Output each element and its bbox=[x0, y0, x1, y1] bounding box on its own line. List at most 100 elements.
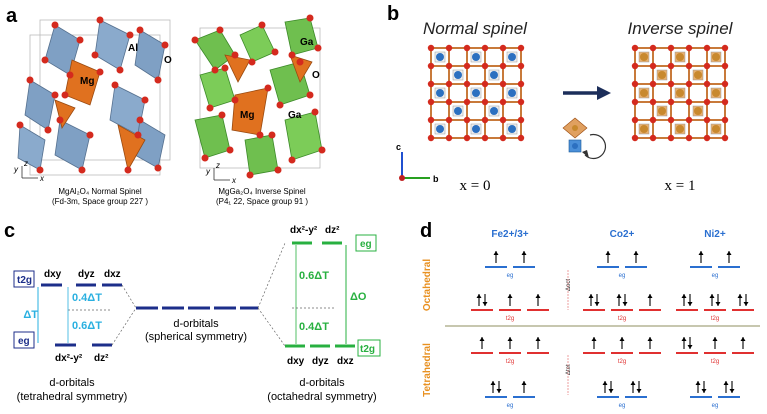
cation-site bbox=[490, 71, 498, 79]
panel-d: d Fe2+/3+ Co2+ Ni2+ Octahedral Tetrahedr… bbox=[390, 215, 767, 414]
axis-x-label: x bbox=[39, 174, 45, 183]
oxygen-atom bbox=[427, 62, 435, 70]
eg-left-label: eg bbox=[18, 336, 30, 347]
t2g-right-box bbox=[357, 339, 381, 357]
eg-right-box bbox=[355, 234, 377, 252]
panel-c: c t2g eg dxy dyz dxz dx²-y² dz² ΔT 0.4ΔT… bbox=[0, 215, 390, 414]
inverse-spinel-structure: Ga Mg Ga O z y x bbox=[191, 14, 326, 185]
oxygen-atom bbox=[427, 134, 435, 142]
right-symmetry-label: (octahedral symmetry) bbox=[267, 391, 376, 403]
svg-text:eg: eg bbox=[619, 403, 626, 409]
oxygen-atom bbox=[703, 98, 711, 106]
oxygen-atom bbox=[481, 80, 489, 88]
frac-04-left: 0.4ΔT bbox=[72, 292, 102, 304]
oxygen-atom bbox=[481, 62, 489, 70]
panel-a: a Al Mg O bbox=[0, 0, 385, 215]
delta-oct-label: Δoct bbox=[566, 279, 572, 291]
center-orbitals-label: d-orbitals bbox=[173, 318, 219, 330]
t2g-left-label: t2g bbox=[17, 275, 32, 286]
dz2-left: dz² bbox=[94, 353, 109, 364]
eg-right-label: eg bbox=[360, 239, 372, 250]
axis-z-label: z bbox=[23, 159, 28, 168]
oxygen-atom bbox=[649, 62, 657, 70]
panel-c-label: c bbox=[4, 220, 15, 242]
delta-t-label: ΔT bbox=[23, 309, 38, 321]
axis-x-label-right: x bbox=[231, 176, 237, 185]
ion-al-label: Al bbox=[128, 43, 138, 54]
oxygen-atom bbox=[481, 98, 489, 106]
oxygen-atom bbox=[631, 62, 639, 70]
oxygen-atom bbox=[631, 80, 639, 88]
oxygen-atom bbox=[499, 98, 507, 106]
cation-site bbox=[454, 107, 462, 115]
oxygen-atom bbox=[481, 134, 489, 142]
cation-site bbox=[436, 125, 444, 133]
dxz-left: dxz bbox=[104, 269, 121, 280]
delta-o-label: ΔO bbox=[350, 291, 367, 303]
oxygen-atom bbox=[499, 62, 507, 70]
cation-site bbox=[640, 53, 648, 61]
panel-b: b Normal spinel Inverse spinel c b x = 0… bbox=[385, 0, 767, 215]
oxygen-atom bbox=[499, 116, 507, 124]
ion-o-label: O bbox=[164, 55, 172, 66]
cation-site bbox=[472, 89, 480, 97]
cation-site bbox=[712, 125, 720, 133]
oxygen-atom bbox=[463, 80, 471, 88]
oxygen-atom bbox=[685, 98, 693, 106]
cation-site bbox=[508, 53, 516, 61]
oxygen-atom bbox=[649, 80, 657, 88]
oxygen-atom bbox=[685, 80, 693, 88]
oxygen-atom bbox=[499, 44, 507, 52]
ion-ga-label: Ga bbox=[288, 110, 302, 121]
svg-text:eg: eg bbox=[507, 273, 514, 279]
oxygen-atom bbox=[721, 116, 729, 124]
oxygen-atom bbox=[427, 80, 435, 88]
oxygen-atom bbox=[685, 62, 693, 70]
oxygen-atom bbox=[649, 116, 657, 124]
oxygen-atom bbox=[631, 134, 639, 142]
panel-b-label: b bbox=[387, 3, 399, 25]
svg-text:t2g: t2g bbox=[506, 359, 514, 365]
axis-c-label: c bbox=[396, 142, 401, 152]
ion-co-header: Co2+ bbox=[610, 229, 635, 240]
oxygen-atom bbox=[499, 80, 507, 88]
oxygen-atom bbox=[667, 44, 675, 52]
cation-site bbox=[436, 53, 444, 61]
oxygen-atom bbox=[703, 116, 711, 124]
svg-text:eg: eg bbox=[712, 403, 719, 409]
panel-a-label: a bbox=[6, 5, 18, 27]
cation-site bbox=[508, 89, 516, 97]
delta-tet-label: Δtet bbox=[566, 364, 572, 375]
oxygen-atom bbox=[631, 98, 639, 106]
cation-site bbox=[676, 89, 684, 97]
oxygen-atom bbox=[517, 98, 525, 106]
t2g-right-label: t2g bbox=[360, 344, 375, 355]
frac-04-right: 0.4ΔT bbox=[299, 321, 329, 333]
oxygen-atom bbox=[721, 80, 729, 88]
svg-text:t2g: t2g bbox=[506, 316, 514, 322]
cation-site bbox=[658, 107, 666, 115]
inverse-spinel-lattice bbox=[631, 44, 729, 142]
oxygen-atom bbox=[481, 44, 489, 52]
oxygen-atom bbox=[721, 44, 729, 52]
normal-spinel-lattice bbox=[427, 44, 525, 142]
inverse-spinel-title: Inverse spinel bbox=[628, 19, 734, 38]
oxygen-atom bbox=[631, 116, 639, 124]
cation-site bbox=[472, 125, 480, 133]
dxy-right: dxy bbox=[287, 356, 305, 367]
cation-site bbox=[436, 89, 444, 97]
oxygen-atom bbox=[445, 134, 453, 142]
cation-swap-icon bbox=[562, 117, 607, 160]
cation-site bbox=[490, 107, 498, 115]
normal-x-value: x = 0 bbox=[460, 178, 491, 194]
oxygen-atom bbox=[703, 80, 711, 88]
right-orbitals-label: d-orbitals bbox=[299, 377, 345, 389]
ion-ga-top-label: Ga bbox=[300, 37, 314, 48]
oxygen-atom bbox=[703, 134, 711, 142]
cation-site bbox=[712, 53, 720, 61]
svg-text:eg: eg bbox=[507, 403, 514, 409]
oxygen-atom bbox=[427, 44, 435, 52]
svg-text:t2g: t2g bbox=[711, 316, 719, 322]
center-symmetry-label: (spherical symmetry) bbox=[145, 331, 247, 343]
ion-o-label-right: O bbox=[312, 70, 320, 81]
